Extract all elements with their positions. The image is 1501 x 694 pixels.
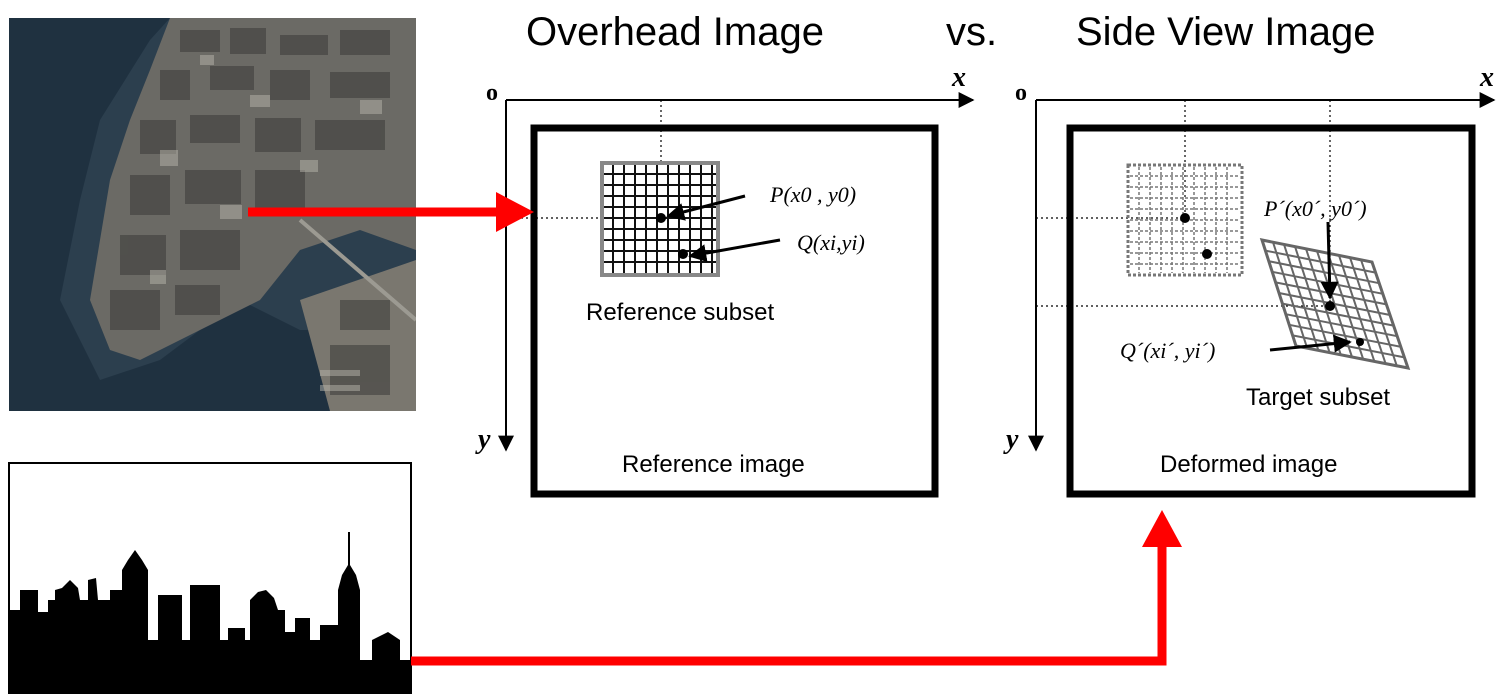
point-p bbox=[656, 213, 666, 223]
point-q-prime bbox=[1356, 338, 1364, 346]
reference-subset-grid bbox=[600, 161, 720, 277]
original-point-p bbox=[1180, 213, 1190, 223]
deformed-image-label: Deformed image bbox=[1160, 451, 1337, 478]
skyline-to-deformed-arrowhead bbox=[1142, 510, 1182, 547]
y-axis-label: y bbox=[475, 424, 491, 455]
x-axis-label: x bbox=[951, 62, 966, 93]
overhead-to-reference-arrowhead bbox=[496, 192, 534, 232]
y-axis-label: y bbox=[1003, 424, 1019, 455]
origin-label: o bbox=[486, 80, 498, 106]
city-skyline-silhouette bbox=[8, 462, 412, 694]
reference-diagram: o x y P(x0 , y0) Q(xi,yi) Reference subs… bbox=[475, 62, 975, 498]
title-side-view: Side View Image bbox=[1076, 10, 1376, 54]
reference-image-label: Reference image bbox=[622, 451, 805, 478]
origin-label: o bbox=[1015, 80, 1027, 106]
aerial-city-photo bbox=[9, 18, 416, 411]
deformed-diagram: o x y P´(x0´, y0´) Q´(xi´, yi´) Target s… bbox=[1003, 62, 1496, 498]
point-p-prime bbox=[1325, 301, 1335, 311]
original-point-q bbox=[1202, 249, 1212, 259]
title-vs: vs. bbox=[946, 10, 998, 54]
skyline-to-deformed-arrow-shaft bbox=[411, 546, 1167, 666]
target-subset-label: Target subset bbox=[1246, 384, 1390, 411]
point-p-prime-label: P´(x0´, y0´) bbox=[1263, 196, 1367, 221]
x-axis-label: x bbox=[1479, 62, 1494, 93]
point-q bbox=[678, 249, 688, 259]
point-q-prime-label: Q´(xi´, yi´) bbox=[1120, 338, 1215, 363]
deformed-image-frame bbox=[1066, 124, 1476, 498]
title-overhead: Overhead Image bbox=[526, 10, 824, 54]
point-p-label: P(x0 , y0) bbox=[769, 182, 856, 207]
reference-subset-label: Reference subset bbox=[586, 299, 774, 326]
reference-image-frame bbox=[530, 124, 939, 498]
red-connector-arrows bbox=[248, 192, 1182, 666]
point-q-label: Q(xi,yi) bbox=[797, 230, 865, 255]
